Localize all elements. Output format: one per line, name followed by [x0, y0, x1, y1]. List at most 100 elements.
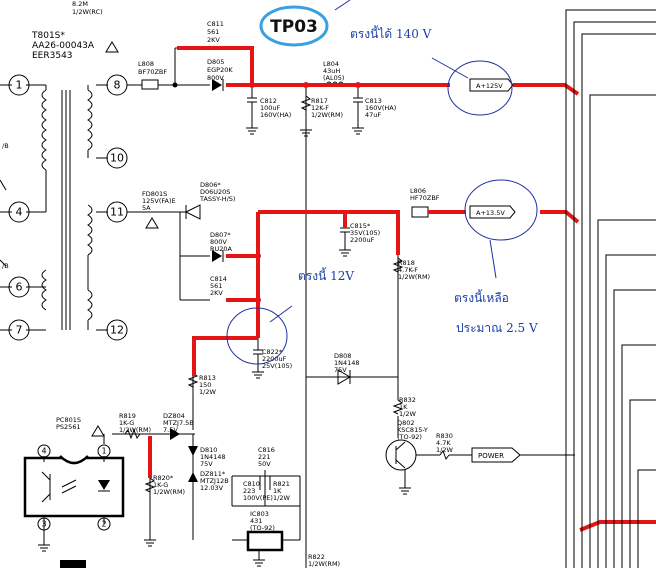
c810-value: 223 — [243, 487, 255, 495]
side-label-b-1: /B — [2, 142, 9, 150]
c812-voltage: 160V(HA) — [260, 111, 291, 119]
r830-spec: 1/2W — [436, 446, 453, 454]
pc801-pin-3 — [37, 517, 51, 531]
q802-package: (TO-92) — [397, 433, 422, 441]
control-components: C822* 2200uF 25V(105) R813 150 1/2W DZ80… — [112, 250, 575, 568]
r818-label: R818 — [398, 259, 415, 267]
pin-4-circle — [8, 201, 30, 223]
annotation-circle-125v — [447, 60, 513, 116]
d810-label: D810 — [200, 446, 217, 454]
d806-diode — [184, 204, 201, 220]
pin-1-label: 1 — [16, 79, 23, 92]
photocoupler-pc801s: PC801S PS2561 — [23, 416, 125, 552]
r813-value: 150 — [199, 381, 211, 389]
l808-label: L808 — [138, 60, 154, 68]
r813-spec: 1/2W — [199, 388, 216, 396]
d805-label: D805 — [207, 58, 224, 66]
power-label: POWER — [478, 452, 504, 460]
tp03-label: TP03 — [270, 17, 318, 37]
note-remaining-line2: ประมาณ 2.5 V — [456, 321, 538, 335]
r830-value: 4.7K — [436, 439, 451, 447]
annotations: ตรงนี้ได้ 140 V ตรงนี้ 12V ตรงนี้เหลือ ป… — [226, 0, 538, 365]
pin-6-circle — [8, 276, 30, 298]
pc801-pin-4-label: 4 — [41, 447, 46, 456]
r832-label: R832 — [399, 396, 416, 404]
r821-spec: 1/2W — [273, 494, 290, 502]
fd801-amp: 5A — [142, 204, 151, 212]
r817-value: 12K-F — [311, 104, 329, 112]
r818-spec: 1/2W(RM) — [398, 273, 430, 281]
photocoupler-pins: 4 1 3 2 — [37, 444, 111, 568]
pin-7-circle — [8, 319, 30, 341]
r813-label: R813 — [199, 374, 216, 382]
transformer-part: AA26-00043A — [32, 41, 95, 51]
right-bus — [565, 9, 656, 568]
c816-value: 221 — [258, 453, 270, 461]
d806-part: D06U20S — [200, 188, 230, 196]
r817-spec: 1/2W(RM) — [311, 111, 343, 119]
r820-spec: 1/2W(RM) — [153, 488, 185, 496]
pin-8-label: 8 — [114, 79, 121, 92]
r821-value: 1K — [273, 487, 282, 495]
c815-label: C815* — [350, 222, 371, 230]
l804-inductor — [325, 81, 345, 87]
pin-6-label: 6 — [16, 281, 23, 294]
c812-label: C812 — [260, 97, 277, 105]
pc801-pin-2-label: 2 — [101, 520, 106, 529]
transformer-name: T801S* — [31, 31, 65, 41]
d805-part: EGP20K — [207, 66, 233, 74]
r830-label: R830 — [436, 432, 453, 440]
power-connector — [471, 447, 521, 463]
d807-label: D807* — [210, 231, 231, 239]
warning-triangle-icon — [105, 41, 119, 53]
transformer-code: EER3543 — [32, 51, 73, 61]
c814-value: 561 — [210, 282, 222, 290]
l806-spec: HF70ZBF — [410, 194, 440, 202]
pin-1-circle — [8, 74, 30, 96]
note-140v: ตรงนี้ได้ 140 V — [350, 25, 432, 41]
d808-part: 1N4148 — [334, 359, 360, 367]
r832-spec: 1/2W — [399, 410, 416, 418]
top-resistor-spec: 1/2W(RC) — [72, 8, 103, 16]
d810-part: 1N4148 — [200, 453, 226, 461]
c812-value: 100uF — [260, 104, 281, 112]
d805-voltage: 800V — [207, 74, 224, 82]
r819-label: R819 — [119, 412, 136, 420]
l806-label: L806 — [410, 187, 426, 195]
pc801-pin-4 — [37, 444, 51, 458]
pin-11-label: 11 — [110, 206, 124, 219]
d806-spec: TASSY-H/S) — [199, 195, 235, 203]
c810-label: C810 — [243, 480, 260, 488]
dz811-label: DZ811* — [200, 470, 226, 478]
c814-label: C814 — [210, 275, 227, 283]
d807-diode — [212, 250, 222, 262]
pc801-label: PC801S — [56, 416, 81, 424]
c822-label: C822* — [262, 348, 283, 356]
ic803-package: (TO-92) — [250, 524, 275, 532]
ic803-body — [246, 530, 284, 552]
pc801-pin-1 — [97, 444, 111, 458]
pin-10-circle — [106, 147, 128, 169]
pin-12-label: 12 — [110, 324, 124, 337]
rail-125v-tag — [469, 78, 514, 92]
side-label-b-2: /B — [2, 262, 9, 270]
r820-value: 1K-G — [153, 481, 168, 489]
rail-13v5-tag — [469, 205, 516, 219]
c813-label: C813 — [365, 97, 382, 105]
r821-label: R821 — [273, 480, 290, 488]
annotation-circle-13v5 — [464, 179, 538, 241]
c811-voltage: 2KV — [207, 36, 220, 44]
pin-7-label: 7 — [16, 324, 23, 337]
pc801-warning-icon — [91, 425, 105, 437]
d805-diode — [212, 79, 222, 91]
r819-spec: 1/2W(RM) — [119, 426, 151, 434]
pc801-pin-2 — [97, 517, 111, 531]
pin-4-label: 4 — [16, 206, 23, 219]
dz811-part: MTZJ12B — [200, 477, 229, 485]
c811-value: 561 — [207, 28, 219, 36]
d810-voltage: 75V — [200, 460, 213, 468]
c814-voltage: 2KV — [210, 289, 223, 297]
r819-value: 1K-G — [119, 419, 134, 427]
